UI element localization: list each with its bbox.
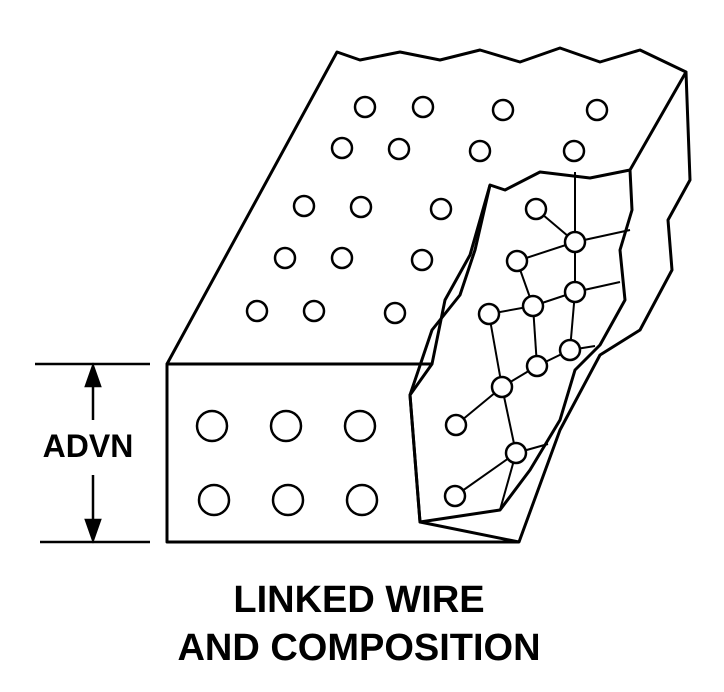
top-hole	[585, 98, 609, 122]
front-hole	[345, 483, 379, 517]
top-hole	[353, 95, 377, 119]
top-hole	[302, 299, 326, 323]
block-right-face	[517, 71, 692, 543]
wire-node	[558, 338, 582, 362]
arrow-up-icon	[84, 362, 102, 388]
top-hole	[429, 197, 453, 221]
top-hole	[349, 195, 373, 219]
front-face-holes	[195, 409, 379, 517]
arrow-down-icon	[84, 518, 102, 544]
wire-node	[521, 294, 545, 318]
top-hole	[387, 137, 411, 161]
wire-node	[524, 197, 548, 221]
front-hole	[343, 409, 377, 443]
dimension-marker	[35, 362, 150, 544]
top-hole	[410, 248, 434, 272]
wire-node	[563, 280, 587, 304]
top-hole	[383, 301, 407, 325]
top-hole	[330, 246, 354, 270]
wire-node	[563, 230, 587, 254]
top-hole	[273, 246, 297, 270]
block-top-face	[165, 46, 688, 365]
caption-line-2: AND COMPOSITION	[177, 627, 541, 669]
dimension-label: ADVN	[42, 428, 134, 464]
top-face-holes	[245, 95, 609, 325]
front-hole	[271, 483, 305, 517]
top-hole	[292, 194, 316, 218]
caption-line-1: LINKED WIRE	[233, 579, 485, 621]
top-hole	[491, 98, 515, 122]
wire-node	[490, 375, 514, 399]
wire-node	[477, 302, 501, 326]
wire-node	[444, 413, 468, 437]
front-hole	[197, 483, 231, 517]
top-hole	[562, 139, 586, 163]
front-hole	[195, 409, 229, 443]
front-hole	[269, 409, 303, 443]
top-hole	[411, 95, 435, 119]
top-hole	[245, 299, 269, 323]
cutaway-edge	[408, 169, 634, 524]
wire-nodes	[443, 197, 587, 508]
wire-node	[504, 441, 528, 465]
wire-node	[525, 354, 549, 378]
top-hole	[330, 136, 354, 160]
wire-node	[505, 249, 529, 273]
top-hole	[468, 139, 492, 163]
wire-node	[443, 484, 467, 508]
